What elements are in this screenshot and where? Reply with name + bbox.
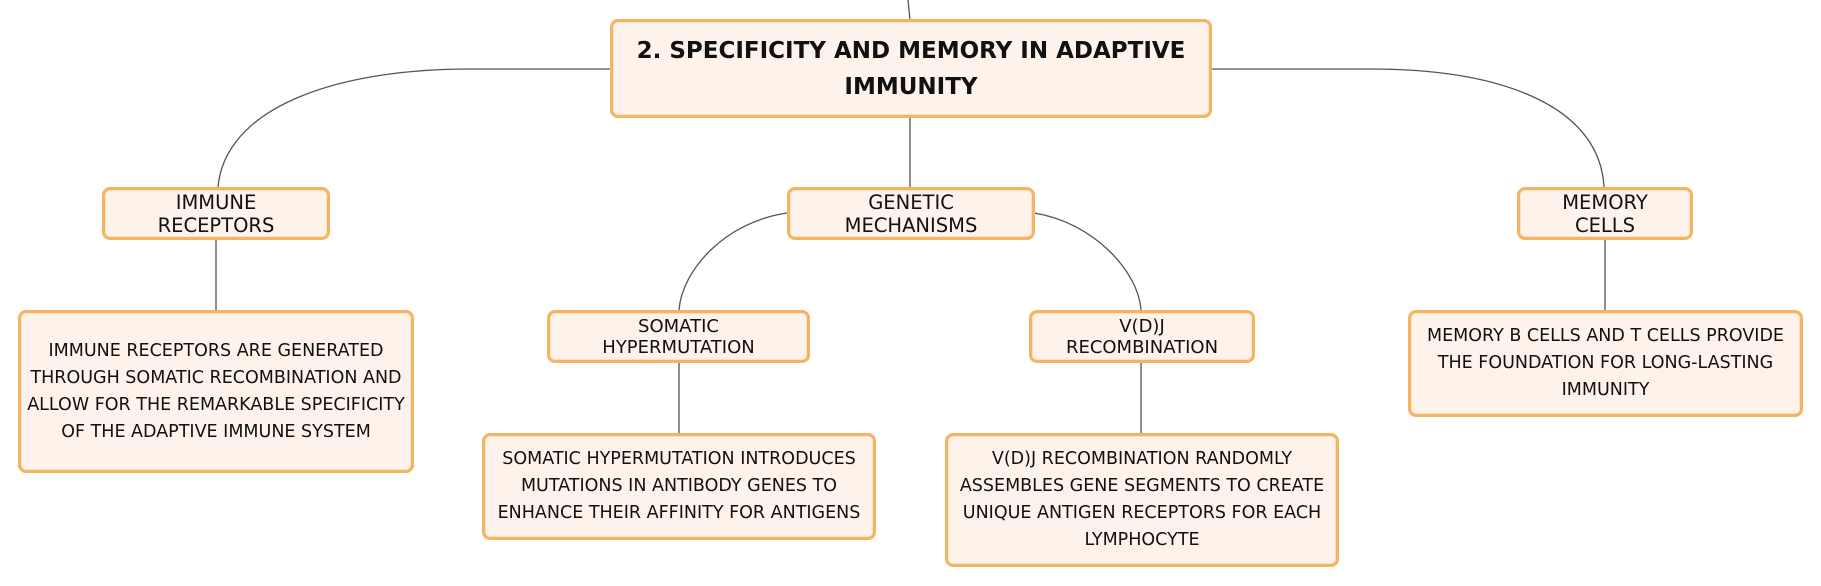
detail-somatic-hypermutation-text: SOMATIC HYPERMUTATION INTRODUCES MUTATIO…: [497, 449, 861, 523]
detail-memory-cells[interactable]: MEMORY B CELLS AND T CELLS PROVIDE THE F…: [1408, 310, 1803, 417]
topic-genetic-mechanisms[interactable]: GENETIC MECHANISMS: [787, 187, 1035, 240]
subtopic-vdj-recombination[interactable]: V(D)J RECOMBINATION: [1029, 310, 1255, 363]
subtopic-somatic-hypermutation-label: SOMATIC HYPERMUTATION: [602, 315, 755, 358]
connector-genetic-to-somatic: [678, 212, 788, 311]
topic-memory-cells-label: MEMORY CELLS: [1562, 190, 1648, 237]
detail-immune-receptors-text: IMMUNE RECEPTORS ARE GENERATED THROUGH S…: [27, 340, 405, 442]
topic-genetic-mechanisms-label: GENETIC MECHANISMS: [844, 190, 978, 237]
detail-memory-cells-text: MEMORY B CELLS AND T CELLS PROVIDE THE F…: [1427, 326, 1784, 400]
subtopic-somatic-hypermutation[interactable]: SOMATIC HYPERMUTATION: [547, 310, 810, 363]
root-topic-label: 2. SPECIFICITY AND MEMORY IN ADAPTIVE IM…: [636, 37, 1186, 100]
detail-immune-receptors[interactable]: IMMUNE RECEPTORS ARE GENERATED THROUGH S…: [18, 310, 414, 473]
topic-memory-cells[interactable]: MEMORY CELLS: [1517, 187, 1693, 240]
connector-genetic-to-vdj: [1033, 212, 1142, 311]
topic-immune-receptors[interactable]: IMMUNE RECEPTORS: [102, 187, 330, 240]
subtopic-vdj-recombination-label: V(D)J RECOMBINATION: [1065, 315, 1219, 358]
connector-root-to-memory-cells: [1212, 68, 1605, 188]
topic-immune-receptors-label: IMMUNE RECEPTORS: [157, 190, 275, 237]
detail-vdj-recombination[interactable]: V(D)J RECOMBINATION RANDOMLY ASSEMBLES G…: [945, 433, 1339, 567]
connector-root-to-immune-receptors: [217, 68, 610, 188]
detail-somatic-hypermutation[interactable]: SOMATIC HYPERMUTATION INTRODUCES MUTATIO…: [482, 433, 876, 540]
detail-vdj-recombination-text: V(D)J RECOMBINATION RANDOMLY ASSEMBLES G…: [959, 449, 1325, 550]
connector-top-to-root: [907, 0, 911, 21]
root-topic-node[interactable]: 2. SPECIFICITY AND MEMORY IN ADAPTIVE IM…: [610, 19, 1212, 118]
